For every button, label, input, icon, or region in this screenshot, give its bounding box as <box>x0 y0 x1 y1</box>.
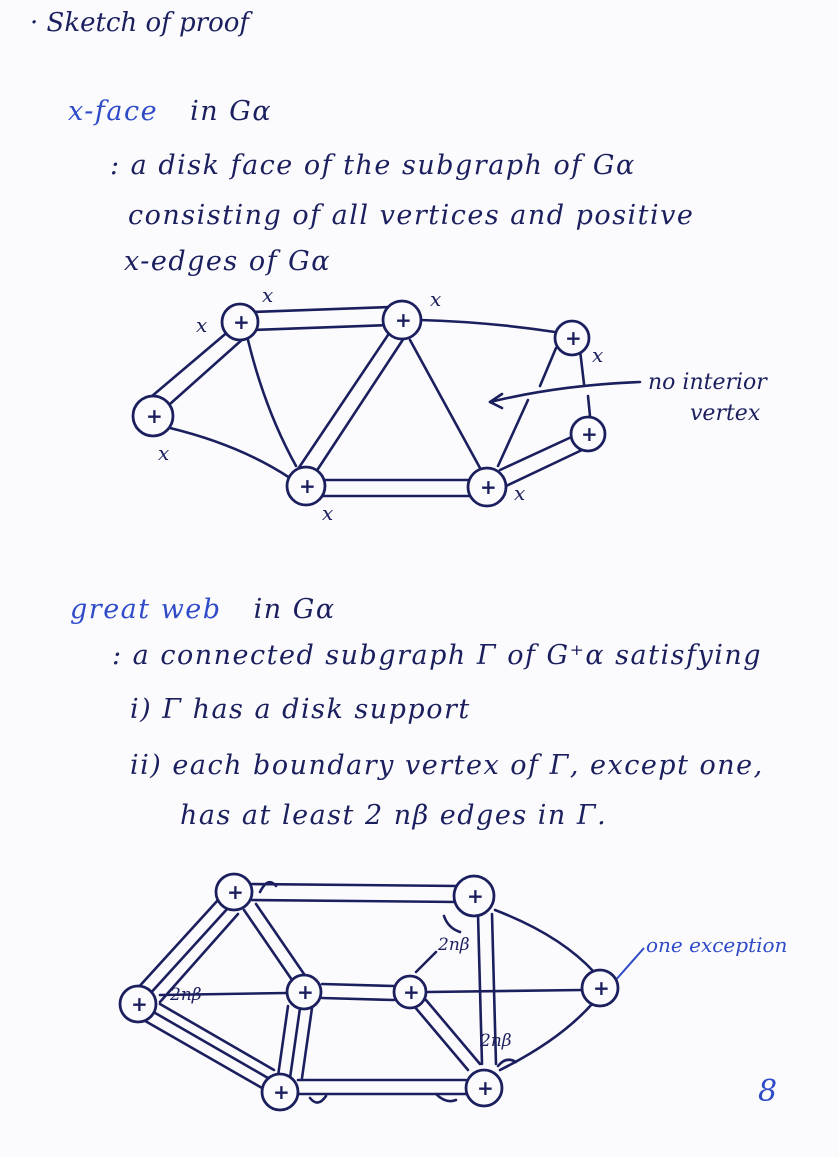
web-vertex-center-left: + <box>285 973 323 1011</box>
edge-label-x: x <box>322 501 333 525</box>
svg-text:+: + <box>403 980 420 1004</box>
vertex-top-right: + <box>553 319 591 357</box>
vertex-left: + <box>131 394 175 438</box>
svg-text:+: + <box>581 422 598 446</box>
svg-text:+: + <box>233 310 250 334</box>
section1-heading: x-face in Gα <box>68 96 272 127</box>
edge-label-x: x <box>262 283 273 307</box>
vertex-bottom-right: + <box>466 466 508 508</box>
web-vertex-bottom-right: + <box>464 1068 504 1108</box>
annotation-vertex: vertex <box>690 401 761 426</box>
x-face-term-suffix: in Gα <box>190 96 273 127</box>
web-vertex-right: + <box>580 968 620 1008</box>
web-vertex-top-right: + <box>452 874 496 918</box>
x-edges <box>143 305 584 498</box>
web-vertex-center-right: + <box>392 974 428 1010</box>
svg-text:+: + <box>146 404 163 428</box>
vertex-top-middle: + <box>381 299 423 341</box>
svg-text:+: + <box>299 474 316 498</box>
svg-text:+: + <box>467 884 484 908</box>
edge-label-x: x <box>514 481 525 505</box>
great-web-term-suffix: in Gα <box>253 594 336 625</box>
edge-label-x: x <box>196 313 207 337</box>
annotation-no-interior: no interior <box>648 370 768 395</box>
edge-label-x: x <box>158 441 169 465</box>
svg-text:+: + <box>593 976 610 1000</box>
svg-text:+: + <box>297 980 314 1004</box>
page-number: 8 <box>758 1074 778 1109</box>
svg-text:+: + <box>565 326 582 350</box>
single-edges <box>168 318 642 480</box>
web-vertex-bottom-left: + <box>260 1072 300 1112</box>
section1-def-line3: x-edges of Gα <box>124 246 331 277</box>
section2-def-line1: : a connected subgraph Γ of G⁺α satisfyi… <box>112 640 763 671</box>
page-title: · Sketch of proof <box>30 8 250 38</box>
count-label-2n-beta: 2nβ <box>479 1031 512 1051</box>
section1-def-line1: : a disk face of the subgraph of Gα <box>110 150 636 181</box>
web-edges <box>134 880 596 1104</box>
section2-def-line2: i) Γ has a disk support <box>130 694 471 725</box>
x-face-term: x-face <box>68 96 159 127</box>
svg-text:+: + <box>131 992 148 1016</box>
svg-text:+: + <box>395 308 412 332</box>
count-label-2n-beta: 2nβ <box>437 935 470 955</box>
svg-text:+: + <box>477 1076 494 1100</box>
vertex-bottom-left: + <box>285 465 327 507</box>
annotation-one-exception: one exception <box>646 933 787 957</box>
web-vertex-left: + <box>118 984 158 1024</box>
edge-label-x: x <box>592 343 603 367</box>
svg-text:+: + <box>227 880 244 904</box>
svg-text:+: + <box>273 1080 290 1104</box>
section1-def-line2: consisting of all vertices and positive <box>128 200 695 231</box>
section2-heading: great web in Gα <box>70 594 336 625</box>
section2-def-line4: has at least 2 nβ edges in Γ. <box>180 800 608 831</box>
great-web-term: great web <box>70 594 222 625</box>
section2-def-line3: ii) each boundary vertex of Γ, except on… <box>130 750 764 781</box>
web-vertex-top-left: + <box>214 872 254 912</box>
count-label-2n-beta: 2nβ <box>169 985 202 1005</box>
edge-label-x: x <box>430 287 441 311</box>
vertex-right: + <box>569 415 607 453</box>
vertex-top-left: + <box>220 302 260 342</box>
svg-text:+: + <box>480 475 497 499</box>
